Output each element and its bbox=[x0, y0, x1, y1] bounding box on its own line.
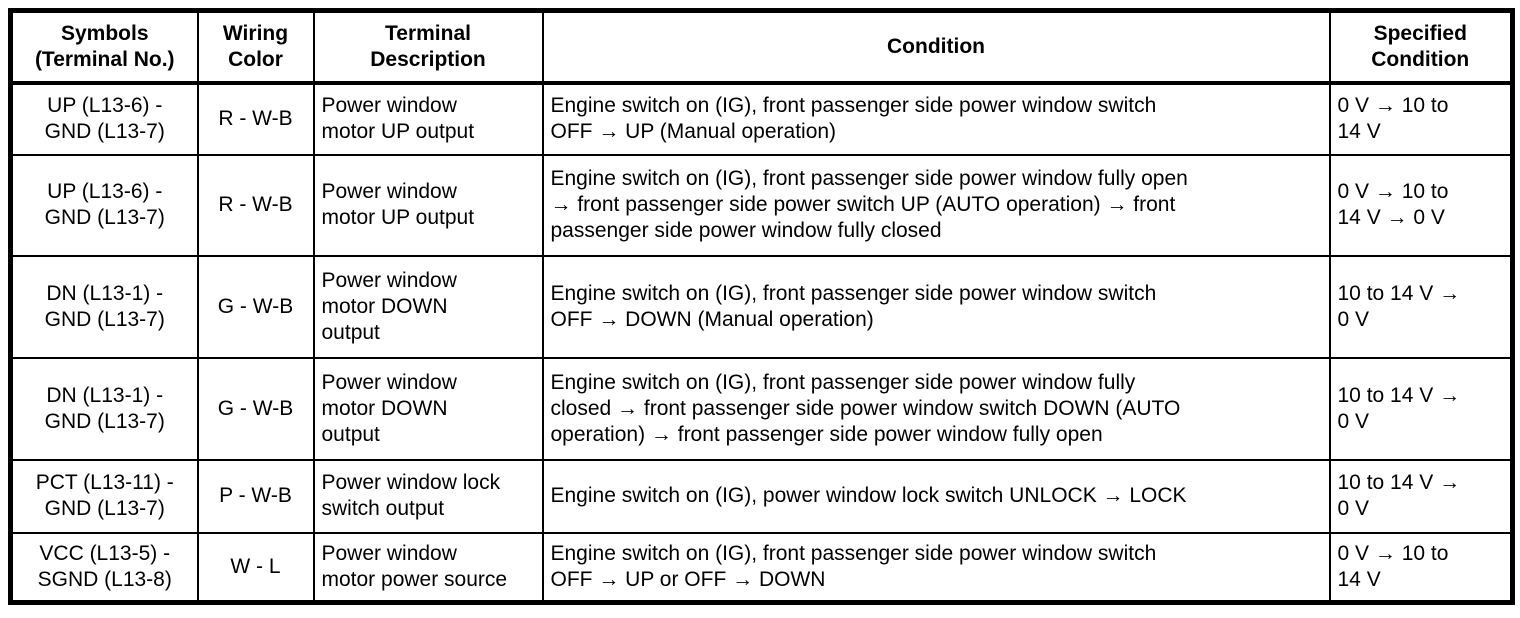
cell-condition: Engine switch on (IG), front passenger s… bbox=[541, 81, 1331, 156]
cell-wiring-color: G - W-B bbox=[196, 356, 315, 461]
cell-wiring-color: G - W-B bbox=[196, 254, 315, 359]
cell-terminal-description: Power window motor DOWN output bbox=[312, 356, 544, 461]
cell-specified-condition: 0 V → 10 to 14 V bbox=[1328, 531, 1514, 604]
table-row: VCC (L13-5) - SGND (L13-8) W - L Power w… bbox=[9, 531, 1514, 604]
cell-terminal-description: Power window motor UP output bbox=[312, 153, 544, 257]
cell-condition: Engine switch on (IG), power window lock… bbox=[541, 458, 1331, 534]
cell-symbols: VCC (L13-5) - SGND (L13-8) bbox=[9, 531, 199, 604]
cell-wiring-color: P - W-B bbox=[196, 458, 315, 534]
cell-wiring-color: W - L bbox=[196, 531, 315, 604]
header-row: Symbols (Terminal No.) Wiring Color Term… bbox=[9, 9, 1514, 85]
cell-condition: Engine switch on (IG), front passenger s… bbox=[541, 531, 1331, 604]
cell-symbols: UP (L13-6) - GND (L13-7) bbox=[9, 153, 199, 257]
cell-condition: Engine switch on (IG), front passenger s… bbox=[541, 356, 1331, 461]
cell-terminal-description: Power window lock switch output bbox=[312, 458, 544, 534]
cell-wiring-color: R - W-B bbox=[196, 153, 315, 257]
cell-specified-condition: 0 V → 10 to 14 V bbox=[1328, 81, 1514, 156]
cell-symbols: DN (L13-1) - GND (L13-7) bbox=[9, 356, 199, 461]
cell-symbols: UP (L13-6) - GND (L13-7) bbox=[9, 81, 199, 156]
table-row: UP (L13-6) - GND (L13-7) R - W-B Power w… bbox=[9, 153, 1514, 257]
col-header-terminal-description: Terminal Description bbox=[312, 9, 544, 85]
cell-specified-condition: 10 to 14 V → 0 V bbox=[1328, 254, 1514, 359]
cell-wiring-color: R - W-B bbox=[196, 81, 315, 156]
col-header-symbols: Symbols (Terminal No.) bbox=[9, 9, 199, 85]
cell-terminal-description: Power window motor DOWN output bbox=[312, 254, 544, 359]
table-row: DN (L13-1) - GND (L13-7) G - W-B Power w… bbox=[9, 356, 1514, 461]
table-body: UP (L13-6) - GND (L13-7) R - W-B Power w… bbox=[9, 81, 1514, 604]
table-header: Symbols (Terminal No.) Wiring Color Term… bbox=[9, 9, 1514, 85]
col-header-condition: Condition bbox=[541, 9, 1331, 85]
col-header-wiring-color: Wiring Color bbox=[196, 9, 315, 85]
cell-symbols: PCT (L13-11) - GND (L13-7) bbox=[9, 458, 199, 534]
cell-condition: Engine switch on (IG), front passenger s… bbox=[541, 153, 1331, 257]
table-row: UP (L13-6) - GND (L13-7) R - W-B Power w… bbox=[9, 81, 1514, 156]
cell-specified-condition: 10 to 14 V → 0 V bbox=[1328, 356, 1514, 461]
terminal-condition-table: Symbols (Terminal No.) Wiring Color Term… bbox=[8, 8, 1515, 605]
cell-terminal-description: Power window motor UP output bbox=[312, 81, 544, 156]
table-row: DN (L13-1) - GND (L13-7) G - W-B Power w… bbox=[9, 254, 1514, 359]
col-header-specified-condition: Specified Condition bbox=[1328, 9, 1514, 85]
cell-specified-condition: 0 V → 10 to 14 V → 0 V bbox=[1328, 153, 1514, 257]
cell-specified-condition: 10 to 14 V → 0 V bbox=[1328, 458, 1514, 534]
cell-condition: Engine switch on (IG), front passenger s… bbox=[541, 254, 1331, 359]
cell-symbols: DN (L13-1) - GND (L13-7) bbox=[9, 254, 199, 359]
cell-terminal-description: Power window motor power source bbox=[312, 531, 544, 604]
table-row: PCT (L13-11) - GND (L13-7) P - W-B Power… bbox=[9, 458, 1514, 534]
